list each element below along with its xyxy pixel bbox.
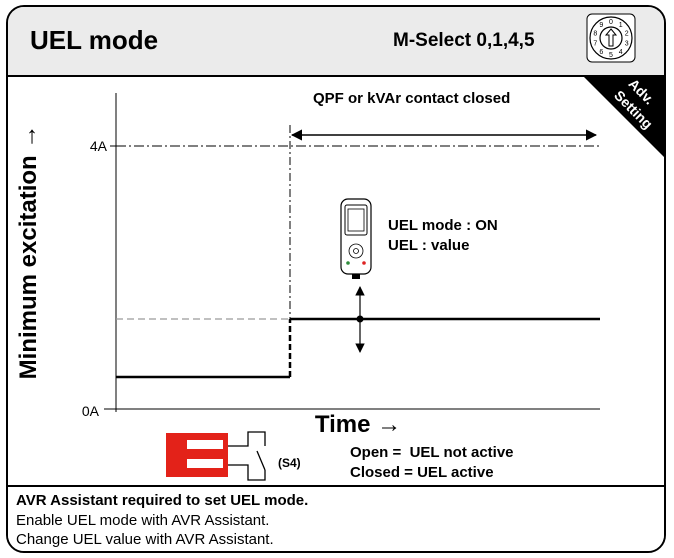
- condition-label: QPF or kVAr contact closed: [313, 90, 510, 107]
- x-axis-title: Time →: [315, 411, 401, 438]
- page-title: UEL mode: [30, 25, 159, 55]
- contact-switch-symbol: [228, 431, 266, 481]
- dial-digit: 0: [609, 19, 613, 26]
- switch-open-text: Open = UEL not active: [350, 444, 514, 461]
- switch-label: (S4): [278, 456, 301, 470]
- adv-setting-badge: Adv. Setting: [582, 75, 664, 157]
- dial-digit: 5: [609, 52, 613, 59]
- m-select-label: M-Select 0,1,4,5: [393, 30, 535, 51]
- dial-digit: 9: [599, 22, 603, 29]
- dip-switch-icon: [166, 433, 228, 477]
- dial-digit: 6: [599, 49, 603, 56]
- dial-digit: 3: [625, 41, 629, 48]
- footer-change-note: Change UEL value with AVR Assistant.: [16, 531, 274, 548]
- dial-digit: 4: [619, 49, 623, 56]
- tick-label-4a: 4A: [90, 138, 108, 154]
- footer-enable-note: Enable UEL mode with AVR Assistant.: [16, 512, 270, 529]
- y-axis-title: Minimum excitation →: [15, 125, 42, 380]
- adjust-point: [356, 315, 364, 323]
- footer-requirement: AVR Assistant required to set UEL mode.: [16, 492, 309, 509]
- footer-notes: AVR Assistant required to set UEL mode. …: [8, 485, 664, 551]
- tick-label-0a: 0A: [82, 403, 100, 419]
- device-callout-line1: UEL mode : ON: [388, 217, 498, 234]
- excitation-chart: 4A 0A Minimum excitation → Time → QPF or…: [15, 90, 600, 481]
- avr-assistant-device-icon: [340, 198, 372, 279]
- device-callout-line2: UEL : value: [388, 237, 469, 254]
- dial-digit: 8: [593, 30, 597, 37]
- dial-digit: 2: [625, 30, 629, 37]
- dial-digit: 7: [593, 41, 597, 48]
- switch-closed-text: Closed = UEL active: [350, 464, 494, 481]
- dial-digit: 1: [619, 22, 623, 29]
